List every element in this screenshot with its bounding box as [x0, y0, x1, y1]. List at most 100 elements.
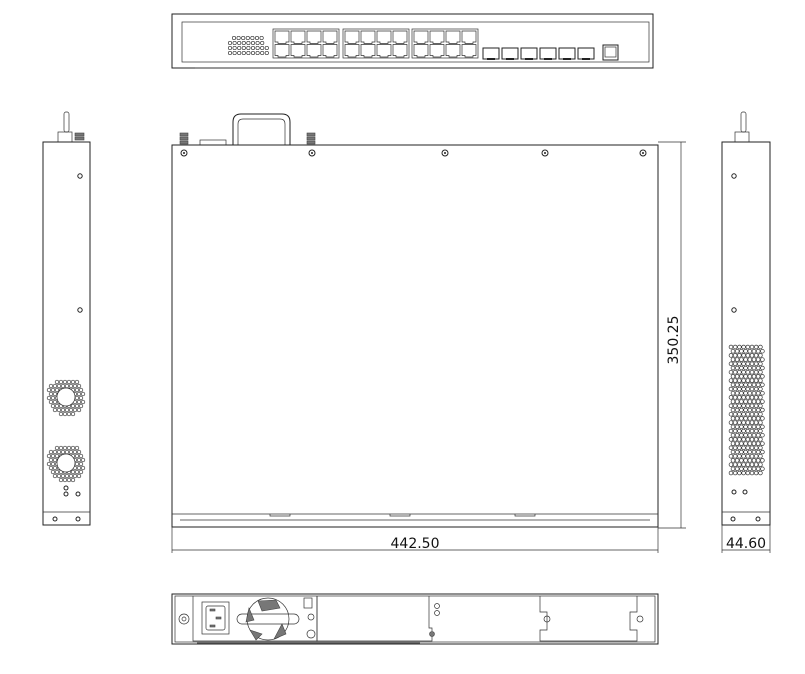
vent-hole — [737, 437, 742, 442]
vent-hole — [755, 357, 761, 362]
vent-hole — [54, 403, 60, 409]
vent-hole — [74, 403, 80, 409]
vent-hole — [730, 382, 736, 388]
vent-hole — [755, 416, 761, 421]
vent-hole — [50, 461, 56, 467]
vent-hole — [46, 387, 52, 393]
vent-hole — [52, 391, 58, 397]
vent-hole — [747, 348, 753, 354]
mounting-hole — [755, 516, 761, 522]
vent-hole — [747, 365, 753, 371]
vent-hole — [60, 449, 66, 455]
vent-hole — [732, 470, 738, 476]
vent-hole — [58, 445, 64, 451]
lip-notch — [269, 514, 291, 517]
vent-hole — [758, 369, 763, 375]
vent-hole — [749, 403, 755, 409]
vent-hole — [758, 361, 763, 367]
sfp-port — [520, 47, 538, 60]
vent-hole — [76, 457, 82, 463]
rj45-port — [429, 44, 445, 58]
vent-hole — [745, 462, 751, 467]
vent-hole — [732, 353, 738, 358]
vent-hole — [250, 35, 255, 41]
rj45-port — [392, 44, 408, 58]
antenna — [740, 111, 747, 133]
vent-hole — [749, 353, 755, 358]
vent-hole — [739, 449, 744, 455]
vent-hole — [78, 461, 84, 467]
vent-hole — [751, 374, 757, 379]
vent-hole — [743, 365, 748, 371]
vent-hole — [52, 399, 58, 405]
vent-hole — [749, 369, 755, 375]
vent-hole — [745, 445, 751, 451]
vent-hole — [70, 469, 76, 475]
vent-hole — [737, 369, 742, 375]
sfp-ports — [482, 47, 595, 60]
vent-hole — [753, 445, 759, 451]
vent-hole — [749, 411, 755, 417]
vent-hole — [52, 457, 58, 463]
vent-hole — [737, 445, 742, 451]
vent-hole — [237, 40, 242, 46]
front-panel-face — [181, 21, 650, 63]
left-side-details — [46, 173, 86, 522]
screw-center — [544, 152, 546, 154]
rear-expansion-cover — [539, 596, 638, 642]
vent-hole — [760, 424, 765, 430]
vent-hole — [728, 437, 734, 442]
screw-icon — [180, 149, 188, 157]
vent-hole — [237, 45, 242, 51]
vent-hole — [48, 399, 54, 405]
vent-hole — [743, 399, 748, 404]
vent-hole — [66, 445, 72, 451]
vent-hole — [749, 386, 755, 392]
vent-hole — [74, 469, 80, 475]
console-port — [602, 44, 619, 61]
vent-hole — [60, 473, 66, 479]
sfp-port — [539, 47, 557, 60]
vent-hole — [734, 424, 740, 430]
vent-hole — [737, 378, 742, 383]
vent-hole — [74, 445, 80, 451]
vent-hole — [62, 477, 68, 483]
screw-icon — [731, 307, 737, 313]
vent-hole — [241, 50, 246, 56]
vent-hole — [749, 470, 755, 476]
vent-hole — [732, 462, 738, 467]
screw-icon — [543, 615, 551, 623]
vent-hole — [745, 470, 751, 476]
vent-hole — [751, 407, 757, 413]
sfp-port — [577, 47, 595, 60]
vent-hole — [741, 369, 746, 375]
rj45-port — [344, 30, 360, 44]
vent-hole — [755, 432, 761, 438]
vent-hole — [241, 35, 246, 41]
vent-hole — [72, 383, 78, 389]
vent-hole — [758, 437, 763, 442]
vent-hole — [739, 390, 744, 396]
vent-hole — [751, 365, 757, 371]
vent-hole — [232, 45, 237, 51]
vent-hole — [730, 424, 736, 430]
vent-hole — [64, 473, 70, 479]
vent-hole — [743, 390, 748, 396]
mounting-hole — [731, 489, 737, 495]
rear-panel-face — [174, 595, 656, 643]
vent-hole — [734, 441, 740, 446]
screw-icon — [541, 149, 549, 157]
vent-hole — [50, 395, 56, 401]
screw-icon — [77, 173, 83, 179]
vent-hole — [227, 50, 233, 56]
vent-hole — [734, 365, 740, 371]
vent-hole — [760, 399, 765, 404]
vent-hole — [734, 449, 740, 455]
vent-hole — [751, 432, 757, 438]
rj45-port — [376, 44, 392, 58]
screw-center — [183, 152, 185, 154]
vent-hole — [743, 458, 748, 463]
vent-hole — [56, 407, 62, 413]
top-bracket — [199, 139, 227, 146]
height-dimension-label: 44.60 — [726, 536, 766, 552]
